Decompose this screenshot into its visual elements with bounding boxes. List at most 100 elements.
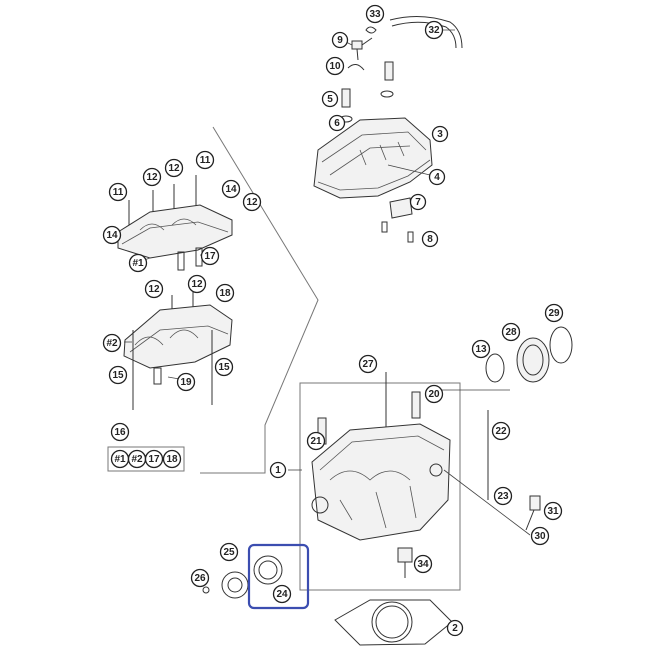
- callout-number: 1: [275, 465, 281, 476]
- callout-number: 15: [218, 362, 230, 373]
- callout-number: 29: [548, 308, 560, 319]
- callout-c15b: 15: [214, 357, 234, 377]
- callout-number: 14: [225, 184, 237, 195]
- callout-c12d: 12: [144, 279, 164, 299]
- callout-circle: [306, 431, 326, 451]
- callout-c4: 4: [428, 168, 446, 186]
- callout-number: 33: [369, 9, 381, 20]
- callout-circle: [491, 421, 511, 441]
- legend-16-box: [107, 446, 185, 472]
- camshaft-group-outline: [200, 126, 319, 474]
- callout-circle: [221, 179, 241, 199]
- callout-circle: [272, 584, 292, 604]
- callout-number: 30: [534, 531, 546, 542]
- callout-c28: 28: [501, 322, 521, 342]
- callout-number: 6: [334, 118, 340, 129]
- callout-circle: [242, 192, 262, 212]
- callout-number: 11: [113, 187, 124, 198]
- callout-circle: [215, 283, 235, 303]
- callout-number: 5: [327, 94, 333, 105]
- callout-number: 18: [219, 288, 231, 299]
- callout-circle: [424, 20, 444, 40]
- callout-circle: [358, 354, 378, 374]
- callout-c12a: 12: [142, 167, 162, 187]
- callout-number: #2: [106, 338, 118, 349]
- callout-circle: [200, 246, 220, 266]
- callout-c17a: 17: [200, 246, 220, 266]
- callout-c2a: #2: [102, 333, 122, 353]
- callout-circle: [144, 279, 164, 299]
- callout-number: #1: [132, 258, 144, 269]
- callout-c12c: 12: [242, 192, 262, 212]
- callout-circle: [144, 449, 164, 469]
- callout-number: 9: [337, 35, 343, 46]
- callout-c2b: #2: [127, 449, 147, 469]
- callout-number: 19: [180, 377, 192, 388]
- callout-number: 31: [547, 506, 559, 517]
- callout-circle: [214, 357, 234, 377]
- callout-circle: [413, 554, 433, 574]
- callout-number: 11: [200, 155, 211, 166]
- callout-c26: 26: [190, 568, 210, 588]
- callout-circle: [328, 114, 346, 132]
- camshaft-lower-assembly: [123, 292, 233, 410]
- callout-number: #1: [114, 454, 126, 465]
- callout-circle: [164, 158, 184, 178]
- callout-number: 10: [329, 61, 341, 72]
- callout-number: 16: [114, 427, 126, 438]
- callout-circle: [108, 182, 128, 202]
- callout-circle: [409, 193, 427, 211]
- callout-c12b: 12: [164, 158, 184, 178]
- callout-c22: 22: [491, 421, 511, 441]
- callout-circle: [421, 230, 439, 248]
- callout-c14b: 14: [102, 225, 122, 245]
- callout-circle: [108, 365, 128, 385]
- callout-c33: 33: [365, 4, 385, 24]
- callout-number: 14: [106, 230, 118, 241]
- callout-c18a: 18: [215, 283, 235, 303]
- callout-number: 12: [146, 172, 158, 183]
- callout-circle: [424, 384, 444, 404]
- callout-circle: [446, 619, 464, 637]
- cylinder-head-group-frame: [299, 382, 461, 591]
- valve-cover-group: [313, 16, 463, 243]
- callout-circle: [331, 31, 349, 49]
- cylinder-head: [311, 372, 541, 578]
- callout-circle: [142, 167, 162, 187]
- callout-c1b: #1: [110, 449, 130, 469]
- callout-number: 22: [495, 426, 507, 437]
- callout-c18b: 18: [162, 449, 182, 469]
- callout-number: #2: [131, 454, 143, 465]
- callout-c8: 8: [421, 230, 439, 248]
- callout-c24: 24: [272, 584, 292, 604]
- callout-c13: 13: [471, 339, 491, 359]
- callout-c12e: 12: [187, 274, 207, 294]
- callout-c14a: 14: [221, 179, 241, 199]
- callout-number: 28: [505, 327, 517, 338]
- camshaft-upper-assembly: [117, 175, 233, 271]
- intake-group: [485, 326, 573, 383]
- callout-number: 18: [166, 454, 178, 465]
- callout-circle: [544, 303, 564, 323]
- flange-gasket-group: [202, 555, 453, 646]
- callout-c16: 16: [110, 422, 130, 442]
- callout-circle: [365, 4, 385, 24]
- callout-c31: 31: [543, 501, 563, 521]
- callout-c19: 19: [176, 372, 196, 392]
- callout-c3: 3: [431, 125, 449, 143]
- highlight-part-24: [247, 543, 310, 610]
- callout-number: 4: [434, 172, 440, 183]
- callout-c20: 20: [424, 384, 444, 404]
- callout-circle: [176, 372, 196, 392]
- callout-c9: 9: [331, 31, 349, 49]
- callout-number: 12: [148, 284, 160, 295]
- callout-circle: [128, 253, 148, 273]
- callout-number: 34: [417, 559, 429, 570]
- callout-number: 27: [362, 359, 374, 370]
- callout-c6: 6: [328, 114, 346, 132]
- callout-number: 12: [246, 197, 258, 208]
- callout-circle: [321, 90, 339, 108]
- callout-c1a: #1: [128, 253, 148, 273]
